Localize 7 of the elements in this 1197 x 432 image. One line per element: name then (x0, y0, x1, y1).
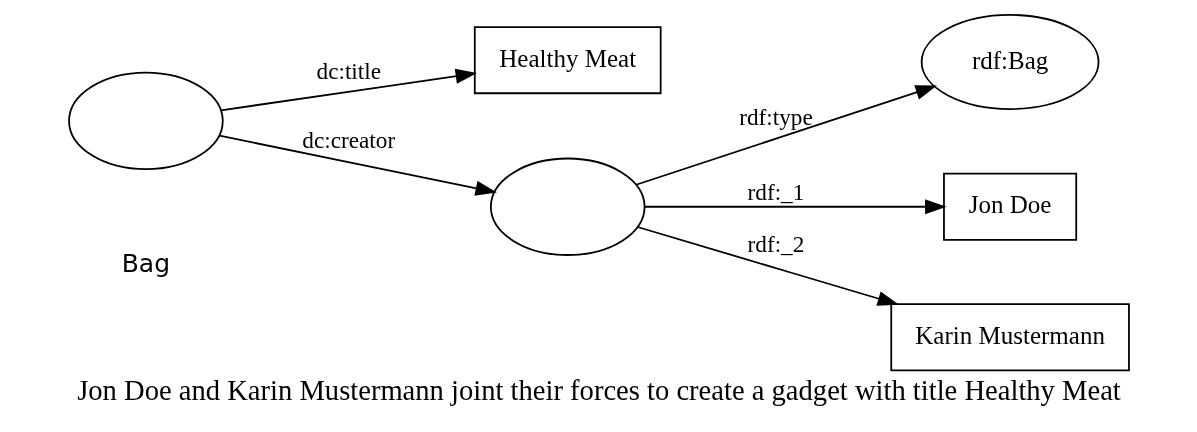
edge-label: rdf:type (738, 104, 813, 131)
edge-label: dc:title (316, 57, 381, 84)
edge-label: dc:creator (301, 127, 395, 154)
edge-label: rdf:_1 (747, 179, 804, 206)
caption: Jon Doe and Karin Mustermann joint their forces to create a gadget with title Healthy Meat (76, 375, 1121, 407)
edge-label: rdf:_2 (747, 231, 804, 258)
label: Bag (121, 249, 170, 279)
